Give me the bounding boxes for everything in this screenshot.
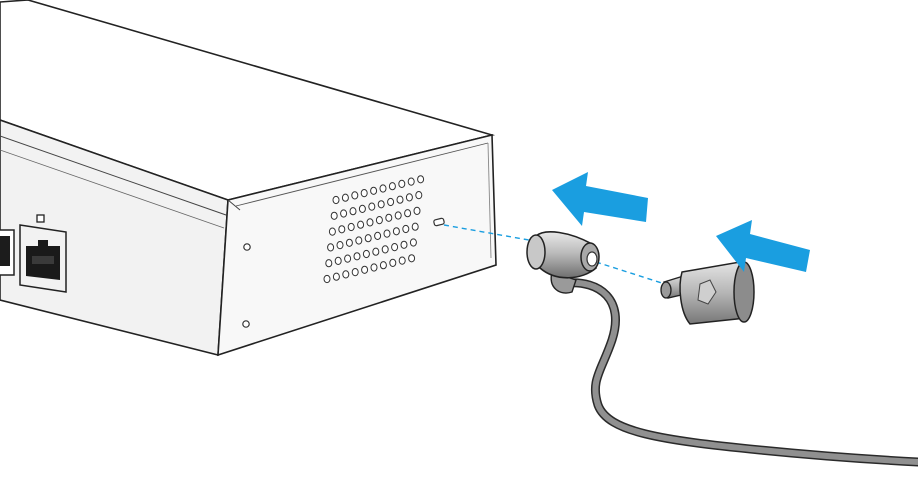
vent-hole — [383, 229, 391, 238]
arrow-upper — [552, 172, 648, 226]
vent-hole — [404, 209, 412, 218]
ethernet-port-icon — [0, 214, 67, 293]
vent-hole — [375, 216, 383, 225]
vent-hole — [408, 254, 416, 263]
vent-hole — [338, 225, 346, 234]
vent-hole — [409, 238, 417, 247]
vent-hole — [340, 209, 348, 218]
vent-hole — [347, 222, 355, 232]
vent-hole — [328, 227, 336, 236]
vent-hole — [377, 200, 385, 209]
vent-hole — [327, 243, 335, 252]
vent-grid — [323, 175, 425, 284]
switch-side-face — [217, 133, 497, 357]
vent-hole — [362, 249, 370, 259]
vent-hole — [415, 191, 423, 200]
vent-hole — [357, 220, 365, 229]
vent-hole — [411, 222, 419, 231]
vent-hole — [379, 261, 387, 270]
vent-hole — [385, 213, 393, 222]
vent-hole — [353, 252, 361, 261]
vent-hole — [351, 191, 359, 200]
network-switch — [0, 0, 497, 357]
key-icon — [660, 261, 755, 325]
insert-direction-arrow-icon — [552, 172, 810, 272]
vent-hole — [366, 218, 374, 227]
vent-hole — [360, 189, 368, 198]
vent-hole — [387, 197, 395, 207]
vent-hole — [381, 245, 389, 254]
cable-lock-icon — [526, 231, 600, 294]
vent-hole — [402, 224, 410, 234]
vent-hole — [325, 259, 333, 268]
vent-hole — [351, 268, 359, 277]
vent-hole — [332, 195, 340, 205]
vent-hole — [370, 186, 378, 195]
arrow-lower — [716, 220, 810, 272]
vent-hole — [400, 240, 408, 249]
vent-hole — [344, 254, 352, 263]
vent-hole — [345, 238, 353, 247]
vent-hole — [405, 193, 413, 202]
vent-hole — [398, 256, 406, 265]
vent-hole — [394, 211, 402, 220]
vent-hole — [398, 179, 406, 188]
vent-hole — [323, 274, 331, 284]
vent-hole — [364, 234, 372, 243]
vent-hole — [396, 195, 404, 204]
vent-hole — [361, 265, 369, 274]
lock-cable — [561, 278, 918, 467]
screw-top — [243, 243, 251, 251]
vent-hole — [392, 227, 400, 236]
vent-hole — [355, 236, 363, 245]
vent-hole — [417, 175, 425, 184]
vent-hole — [341, 193, 349, 202]
vent-hole — [368, 202, 376, 211]
security-slot-icon — [433, 217, 445, 227]
vent-hole — [332, 272, 340, 281]
vent-hole — [342, 270, 350, 279]
vent-hole — [379, 184, 387, 193]
vent-hole — [413, 206, 421, 215]
vent-hole — [330, 211, 338, 220]
vent-hole — [372, 247, 380, 256]
vent-hole — [407, 177, 415, 186]
vent-hole — [334, 256, 342, 265]
vent-hole — [370, 263, 378, 272]
vent-hole — [336, 241, 344, 250]
vent-hole — [389, 258, 397, 267]
vent-hole — [349, 207, 357, 216]
vent-hole — [374, 231, 382, 240]
vent-hole — [388, 182, 396, 191]
vent-hole — [358, 204, 366, 213]
screw-bottom — [242, 320, 250, 328]
alignment-guide — [443, 224, 669, 286]
vent-hole — [391, 243, 399, 252]
